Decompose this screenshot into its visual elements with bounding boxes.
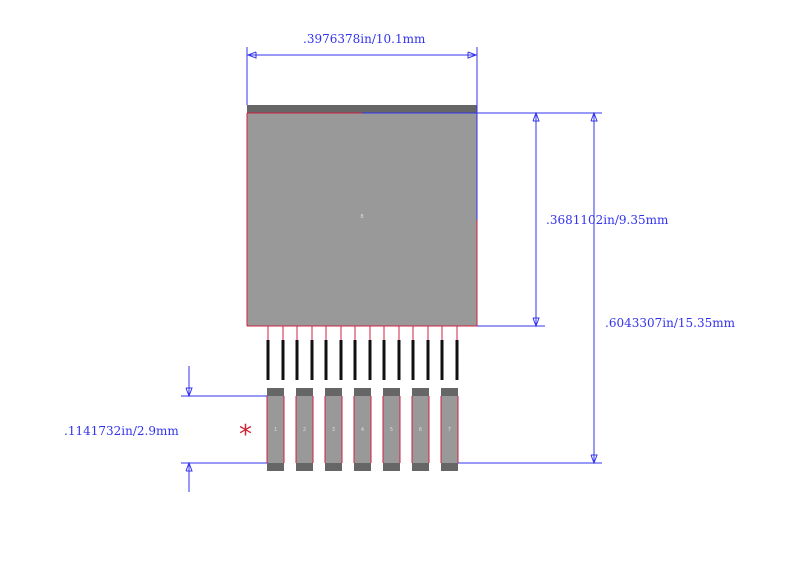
pin1-marker: * bbox=[239, 420, 252, 450]
lead bbox=[324, 340, 328, 380]
lead bbox=[310, 340, 314, 380]
dimension-tab-height: .3681102in/9.35mm bbox=[362, 111, 669, 328]
dim-width-arrow-right bbox=[467, 51, 478, 59]
pad-7: 7 bbox=[440, 388, 459, 471]
pad-top-band bbox=[296, 388, 313, 396]
dimension-pad-length: .1141732in/2.9mm bbox=[64, 366, 267, 492]
tab-pad-top-band bbox=[247, 105, 477, 113]
leads bbox=[266, 340, 459, 380]
pad-top-band bbox=[383, 388, 400, 396]
pad-number: 7 bbox=[448, 427, 451, 433]
pad-number: 5 bbox=[390, 427, 393, 433]
dim-tab-label: .3681102in/9.35mm bbox=[546, 213, 669, 227]
pad-bottom-band bbox=[441, 463, 458, 471]
pad-top-band bbox=[325, 388, 342, 396]
pad-body bbox=[441, 388, 458, 471]
pad-1: 1 bbox=[266, 388, 285, 471]
lead bbox=[382, 340, 386, 380]
lead bbox=[455, 340, 459, 380]
lead bbox=[353, 340, 357, 380]
pad-number: 1 bbox=[274, 427, 277, 433]
pad-bottom-band bbox=[296, 463, 313, 471]
pad-5: 5 bbox=[382, 388, 401, 471]
pad-4: 4 bbox=[353, 388, 372, 471]
lead bbox=[411, 340, 415, 380]
dim-width-label: .3976378in/10.1mm bbox=[303, 32, 426, 46]
dim-total-arrow-bottom bbox=[590, 454, 598, 465]
pad-bottom-band bbox=[325, 463, 342, 471]
pad-body bbox=[354, 388, 371, 471]
dim-pad-arrow-bottom bbox=[185, 461, 193, 472]
pad-body bbox=[412, 388, 429, 471]
pad-body bbox=[325, 388, 342, 471]
pad-6: 6 bbox=[411, 388, 430, 471]
pad-top-band bbox=[267, 388, 284, 396]
dim-pad-label: .1141732in/2.9mm bbox=[64, 424, 179, 438]
thermal-tab: 8 bbox=[246, 105, 478, 327]
dimension-total-height: .6043307in/15.35mm bbox=[458, 111, 736, 465]
pad-number: 3 bbox=[332, 427, 335, 433]
dimension-width: .3976378in/10.1mm bbox=[246, 32, 478, 105]
pad-2: 2 bbox=[295, 388, 314, 471]
lead bbox=[339, 340, 343, 380]
pad-body bbox=[296, 388, 313, 471]
dim-total-label: .6043307in/15.35mm bbox=[605, 316, 736, 330]
pad-body bbox=[267, 388, 284, 471]
dim-pad-arrow-top bbox=[185, 387, 193, 398]
dim-total-arrow-top bbox=[590, 111, 598, 122]
lead bbox=[266, 340, 270, 380]
tab-label: 8 bbox=[360, 214, 363, 220]
pads: 1 2 3 4 5 6 7 bbox=[266, 388, 459, 471]
pad-bottom-band bbox=[383, 463, 400, 471]
lead bbox=[440, 340, 444, 380]
tab-pad bbox=[247, 105, 477, 326]
pad-bottom-band bbox=[267, 463, 284, 471]
pad-number: 2 bbox=[303, 427, 306, 433]
pad-number: 4 bbox=[361, 427, 364, 433]
body-outline-lines bbox=[267, 326, 458, 340]
lead bbox=[281, 340, 285, 380]
lead bbox=[426, 340, 430, 380]
pad-bottom-band bbox=[354, 463, 371, 471]
lead bbox=[397, 340, 401, 380]
dim-tab-arrow-top bbox=[532, 111, 540, 122]
dim-tab-arrow-bottom bbox=[532, 317, 540, 328]
lead bbox=[295, 340, 299, 380]
pad-top-band bbox=[441, 388, 458, 396]
pad-top-band bbox=[412, 388, 429, 396]
pad-bottom-band bbox=[412, 463, 429, 471]
lead bbox=[368, 340, 372, 380]
pad-body bbox=[383, 388, 400, 471]
pad-top-band bbox=[354, 388, 371, 396]
dim-width-arrow-left bbox=[246, 51, 257, 59]
pad-number: 6 bbox=[419, 427, 422, 433]
pad-3: 3 bbox=[324, 388, 343, 471]
